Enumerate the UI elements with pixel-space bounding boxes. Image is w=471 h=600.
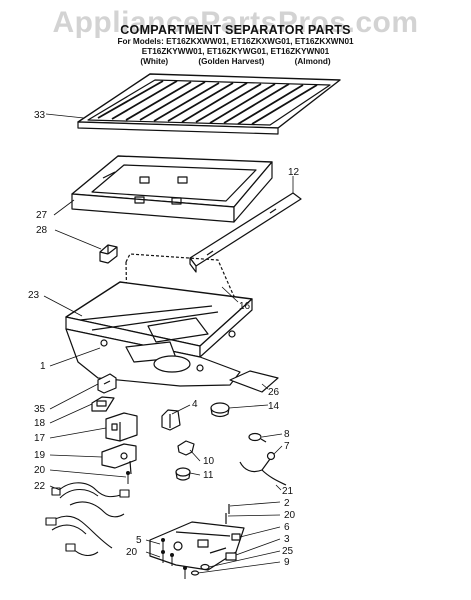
insulation-block-part <box>99 244 118 264</box>
callout-5: 5 <box>136 535 142 546</box>
mounting-bracket-part <box>189 192 302 273</box>
control-bracket-part <box>161 409 181 431</box>
callout-26: 26 <box>268 387 280 398</box>
leader-lines <box>43 113 294 574</box>
thermostat-part <box>101 443 137 475</box>
retainer-clip-part <box>97 373 117 394</box>
callout-21: 21 <box>282 486 294 497</box>
diagram-title: COMPARTMENT SEPARATOR PARTS <box>120 23 351 37</box>
callout-4: 4 <box>192 399 198 410</box>
callout-27: 27 <box>36 210 48 221</box>
callout-3: 3 <box>284 534 290 545</box>
drain-cup-part <box>210 402 230 418</box>
model-list-line-1: For Models: ET16ZKXWW01, ET16ZKXWG01, ET… <box>117 37 354 46</box>
callout-25: 25 <box>282 546 294 557</box>
callout-23: 23 <box>28 290 40 301</box>
callout-1: 1 <box>40 361 46 372</box>
callout-12: 12 <box>288 167 300 178</box>
grommet-part <box>91 396 115 412</box>
louver-cover-part <box>77 73 341 135</box>
separator-frame-part <box>71 155 273 223</box>
callout-18: 18 <box>34 418 46 429</box>
callout-10: 10 <box>203 456 215 467</box>
control-housing-part <box>105 412 138 442</box>
wiring-harness-part <box>45 482 130 557</box>
callout-6: 6 <box>284 522 290 533</box>
callout-20: 20 <box>126 547 138 558</box>
color-legend: (White) (Golden Harvest) (Almond) <box>0 57 471 66</box>
foam-pad-part <box>229 370 279 393</box>
callout-35: 35 <box>34 404 46 415</box>
callout-labels: 33 12 27 28 16 23 1 26 35 14 4 18 17 8 7… <box>28 110 300 568</box>
watermark: AppliancePartsPros.com <box>52 6 419 39</box>
separator-housing-part <box>65 281 253 387</box>
gasket-outline <box>125 253 237 301</box>
callout-9: 9 <box>284 557 290 568</box>
callout-22: 22 <box>34 481 46 492</box>
callout-11: 11 <box>203 470 214 481</box>
callout-28: 28 <box>36 225 48 236</box>
control-knob-part <box>175 440 195 481</box>
callout-16: 16 <box>239 301 251 312</box>
screws <box>126 471 187 579</box>
callout-17: 17 <box>34 433 46 444</box>
base-housing-part <box>149 521 245 571</box>
color-golden-harvest: (Golden Harvest) <box>198 57 265 66</box>
ring-terminal-part <box>239 432 287 486</box>
callout-14: 14 <box>268 401 280 412</box>
callout-8: 8 <box>284 429 290 440</box>
callout-33: 33 <box>34 110 46 121</box>
callout-19: 19 <box>34 450 46 461</box>
callout-20: 20 <box>284 510 296 521</box>
callout-7: 7 <box>284 441 290 452</box>
color-almond: (Almond) <box>294 57 331 66</box>
color-white: (White) <box>140 57 169 66</box>
callout-20: 20 <box>34 465 46 476</box>
callout-2: 2 <box>284 498 290 509</box>
model-list-line-2: ET16ZKYWW01, ET16ZKYWG01, ET16ZKYWN01 <box>141 47 330 56</box>
